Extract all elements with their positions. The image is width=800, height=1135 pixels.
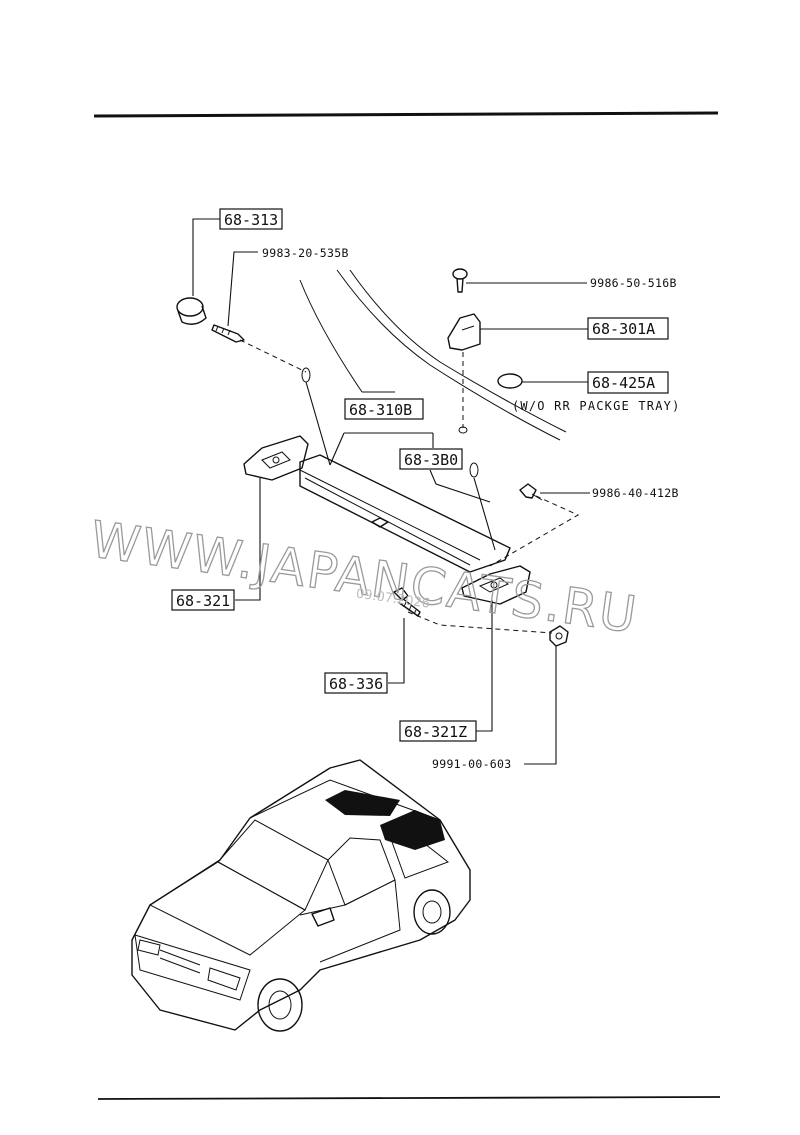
cap-68-313-part (176, 297, 207, 325)
label-9983-20-535b: 9983-20-535B (262, 246, 349, 260)
label-68-321z: 68-321Z (404, 723, 467, 741)
note-without-package-tray: (W/O RR PACKGE TRAY) (512, 399, 681, 413)
label-68-3b0: 68-3B0 (404, 451, 458, 469)
label-9991-00-603: 9991-00-603 (432, 757, 511, 771)
bracket-left-part (243, 435, 309, 481)
leader-lines (192, 218, 590, 765)
label-9986-50-516b: 9986-50-516B (590, 276, 677, 290)
callout-68-321: 68-321 (171, 589, 235, 611)
label-68-313: 68-313 (224, 211, 278, 229)
top-rule (93, 111, 719, 118)
callout-68-336: 68-336 (324, 672, 388, 694)
callout-68-310b: 68-310B (344, 398, 424, 420)
label-68-321: 68-321 (176, 592, 230, 610)
bracket-right-part (461, 565, 531, 605)
package-tray-part (299, 454, 511, 573)
car-illustration (131, 759, 471, 1032)
label-68-425a: 68-425A (592, 374, 655, 392)
tray-hole-right (469, 462, 479, 478)
watermark-text: WWW.JAPANCATS.RU (87, 510, 642, 644)
bracket-301a-part (447, 313, 481, 351)
tray-hole-left (301, 367, 311, 383)
callout-68-321z: 68-321Z (399, 720, 477, 742)
callout-68-301a: 68-301A (587, 317, 669, 340)
assembly-dashed-lines (239, 339, 580, 634)
callout-68-313: 68-313 (219, 208, 283, 230)
callout-68-425a: 68-425A (587, 371, 669, 394)
label-9986-40-412b: 9986-40-412B (592, 486, 679, 500)
bolt-68-336-part (393, 587, 421, 617)
callout-68-3b0: 68-3B0 (399, 448, 463, 470)
label-68-310b: 68-310B (349, 401, 412, 419)
pad-425a-part (497, 373, 523, 389)
label-68-336: 68-336 (329, 675, 383, 693)
nut-9991-part (549, 625, 569, 647)
screw-9983-part (211, 324, 245, 343)
bottom-rule (97, 1096, 721, 1100)
body-pillar-outline (299, 269, 567, 441)
clip-9986-50-part (452, 268, 468, 293)
label-68-301a: 68-301A (592, 320, 655, 338)
